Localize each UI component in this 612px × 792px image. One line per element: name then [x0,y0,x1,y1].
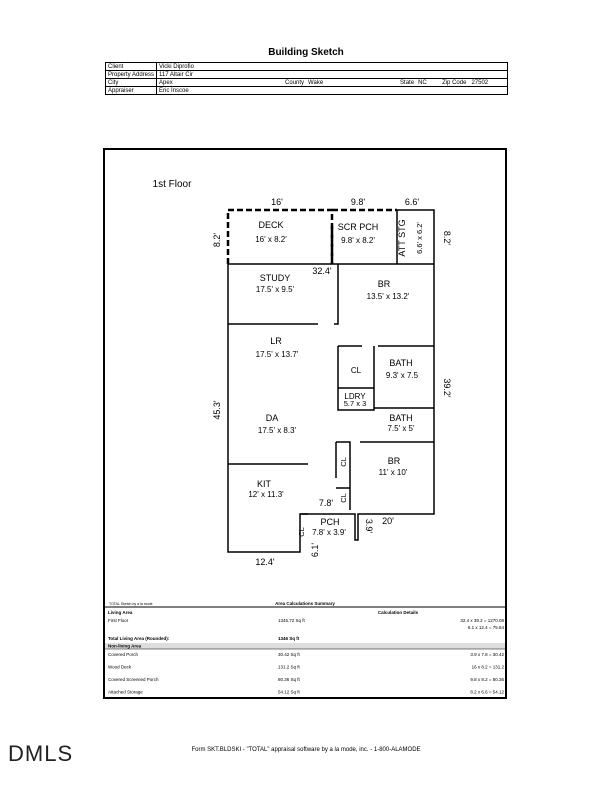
room-lr: LR [270,336,282,346]
city-value: Apex [156,78,284,87]
sketch-note: TOTAL Sketch by a la mode [109,602,153,606]
address-label: Property Address [105,70,158,79]
room-att-size: 6.6' x 6.2' [415,222,424,254]
cl2-wall [335,442,350,489]
nonliving-rows: Covered Porch 30.42 Sq ft 3.9 x 7.8 = 30.4… [108,652,504,695]
dim-bottom-small: 6.1' [310,543,320,558]
room-pch-size: 7.8' x 3.9' [312,528,346,537]
dim-left-top: 8.2' [212,233,222,248]
nonliving-value: 54.12 Sq ft [278,690,301,695]
first-floor-value: 1345.72 Sq ft [278,618,306,623]
room-br1-size: 13.5' x 13.2' [367,292,410,301]
dim-right-side: 39.2' [442,378,452,398]
zip-label: Zip Code [442,79,467,86]
total-label: Total Living Area (Rounded): [108,636,170,641]
room-study-size: 17.5' x 9.5' [256,285,295,294]
room-br1: BR [378,279,391,289]
dim-bottom-left: 12.4' [255,557,275,567]
calc-line-1: 32.4 x 39.2 = 1270.08 [460,618,504,623]
county-value: Wake [306,78,399,87]
zip-cell: Zip Code 27502 [440,78,508,87]
state-value: NC [416,78,441,87]
room-scr-size: 9.8' x 8.2' [341,236,375,245]
dim-pch-width: 7.8' [319,498,334,508]
dim-study-width: 32.4' [312,266,332,276]
dim-pch-side: 3.9' [364,519,374,534]
property-info-table: Client Vicki Diprofio Property Address 1… [105,62,508,95]
room-cl1: CL [351,366,362,375]
nonliving-label: Covered Screened Porch [108,677,159,682]
att-stg-outline [396,209,435,264]
room-bath2-size: 7.5' x 5' [387,424,415,433]
room-deck: DECK [258,220,283,230]
floor-label: 1st Floor [153,179,193,190]
room-ldry-size: 5.7 x 3 [344,399,367,408]
nonliving-calc: 9.8 x 8.2 = 80.36 [470,677,504,682]
dim-deck-width: 16' [271,197,283,207]
floor-plan: 1st Floor 16' 9.8' 6.6' 8.2' 8.2' 32.4' … [105,179,505,695]
nonliving-label: Covered Porch [108,652,139,657]
client-value: Vicki Diprofio [156,62,508,71]
room-scr: SCR PCH [338,222,379,232]
appraiser-label: Appraiser [105,86,158,95]
nonliving-value: 80.36 Sq ft [278,677,301,682]
room-br2-size: 11' x 10' [379,468,408,477]
dim-left-side: 45.3' [212,400,222,420]
first-floor-label: First Floor [108,618,129,623]
room-da-size: 17.5' x 8.3' [258,426,297,435]
room-lr-size: 17.5' x 13.7' [256,350,299,359]
study-wall [228,264,339,325]
room-pch: PCH [320,517,339,527]
client-label: Client [105,62,158,71]
dim-att-width: 6.6' [405,197,420,207]
nonliving-value: 131.2 Sq ft [278,665,301,670]
address-row: Property Address 117 Altair Cir [105,70,508,79]
room-bath1: BATH [389,358,412,368]
sketch-frame: 1st Floor 16' 9.8' 6.6' 8.2' 8.2' 32.4' … [103,148,507,699]
dim-scr-width: 9.8' [351,197,366,207]
room-bath2: BATH [389,413,412,423]
county-label: County [283,78,307,87]
form-footer: Form SKT.BLDSKI - "TOTAL" appraisal soft… [191,747,421,753]
room-bath1-size: 9.3' x 7.5 [386,371,419,380]
room-study: STUDY [260,273,291,283]
room-kit: KIT [257,479,272,489]
nonliving-calc: 3.9 x 7.8 = 30.42 [470,652,504,657]
summary-heading: Area Calculations Summary [275,601,335,606]
nonliving-label: Attached Storage [108,690,143,695]
address-value: 117 Altair Cir [156,70,508,79]
room-br2: BR [388,456,401,466]
dim-right-top: 8.2' [442,231,452,246]
room-ldry: LDRY [344,392,366,401]
nonliving-label: Non-living Area [108,644,142,649]
zip-value: 27502 [471,79,489,86]
living-area-label: Living Area [108,610,133,615]
city-row: City Apex County Wake State NC Zip Code … [105,78,508,87]
cl-ldry-walls [337,346,434,411]
room-deck-size: 16' x 8.2' [255,235,287,244]
room-att: ATT STG [397,219,407,256]
nonliving-calc: 8.2 x 6.6 = 54.12 [470,690,504,695]
client-row: Client Vicki Diprofio [105,62,508,71]
room-da: DA [266,413,279,423]
state-label: State [398,78,417,87]
appraiser-row: Appraiser Eric Inscoe [105,86,508,95]
room-cl4: CL [297,527,306,537]
dim-bottom-right: 20' [382,516,394,526]
nonliving-value: 30.42 Sq ft [278,652,301,657]
dmls-logo: DMLS [8,741,74,766]
appraiser-value: Eric Inscoe [159,87,189,94]
total-value: 1346 Sq ft [278,636,300,641]
page-title: Building Sketch [268,47,344,58]
room-kit-size: 12' x 11.3' [248,490,284,499]
house-outline [227,264,435,553]
calc-details-label: Calculation Details [378,610,419,615]
calc-line-2: 6.1 x 12.4 = 75.64 [468,625,505,630]
room-cl2: CL [339,457,348,467]
nonliving-calc: 16 x 8.2 = 131.2 [472,665,505,670]
room-cl3: CL [339,493,348,503]
nonliving-label: Wood Deck [108,665,132,670]
city-label: City [105,78,158,87]
